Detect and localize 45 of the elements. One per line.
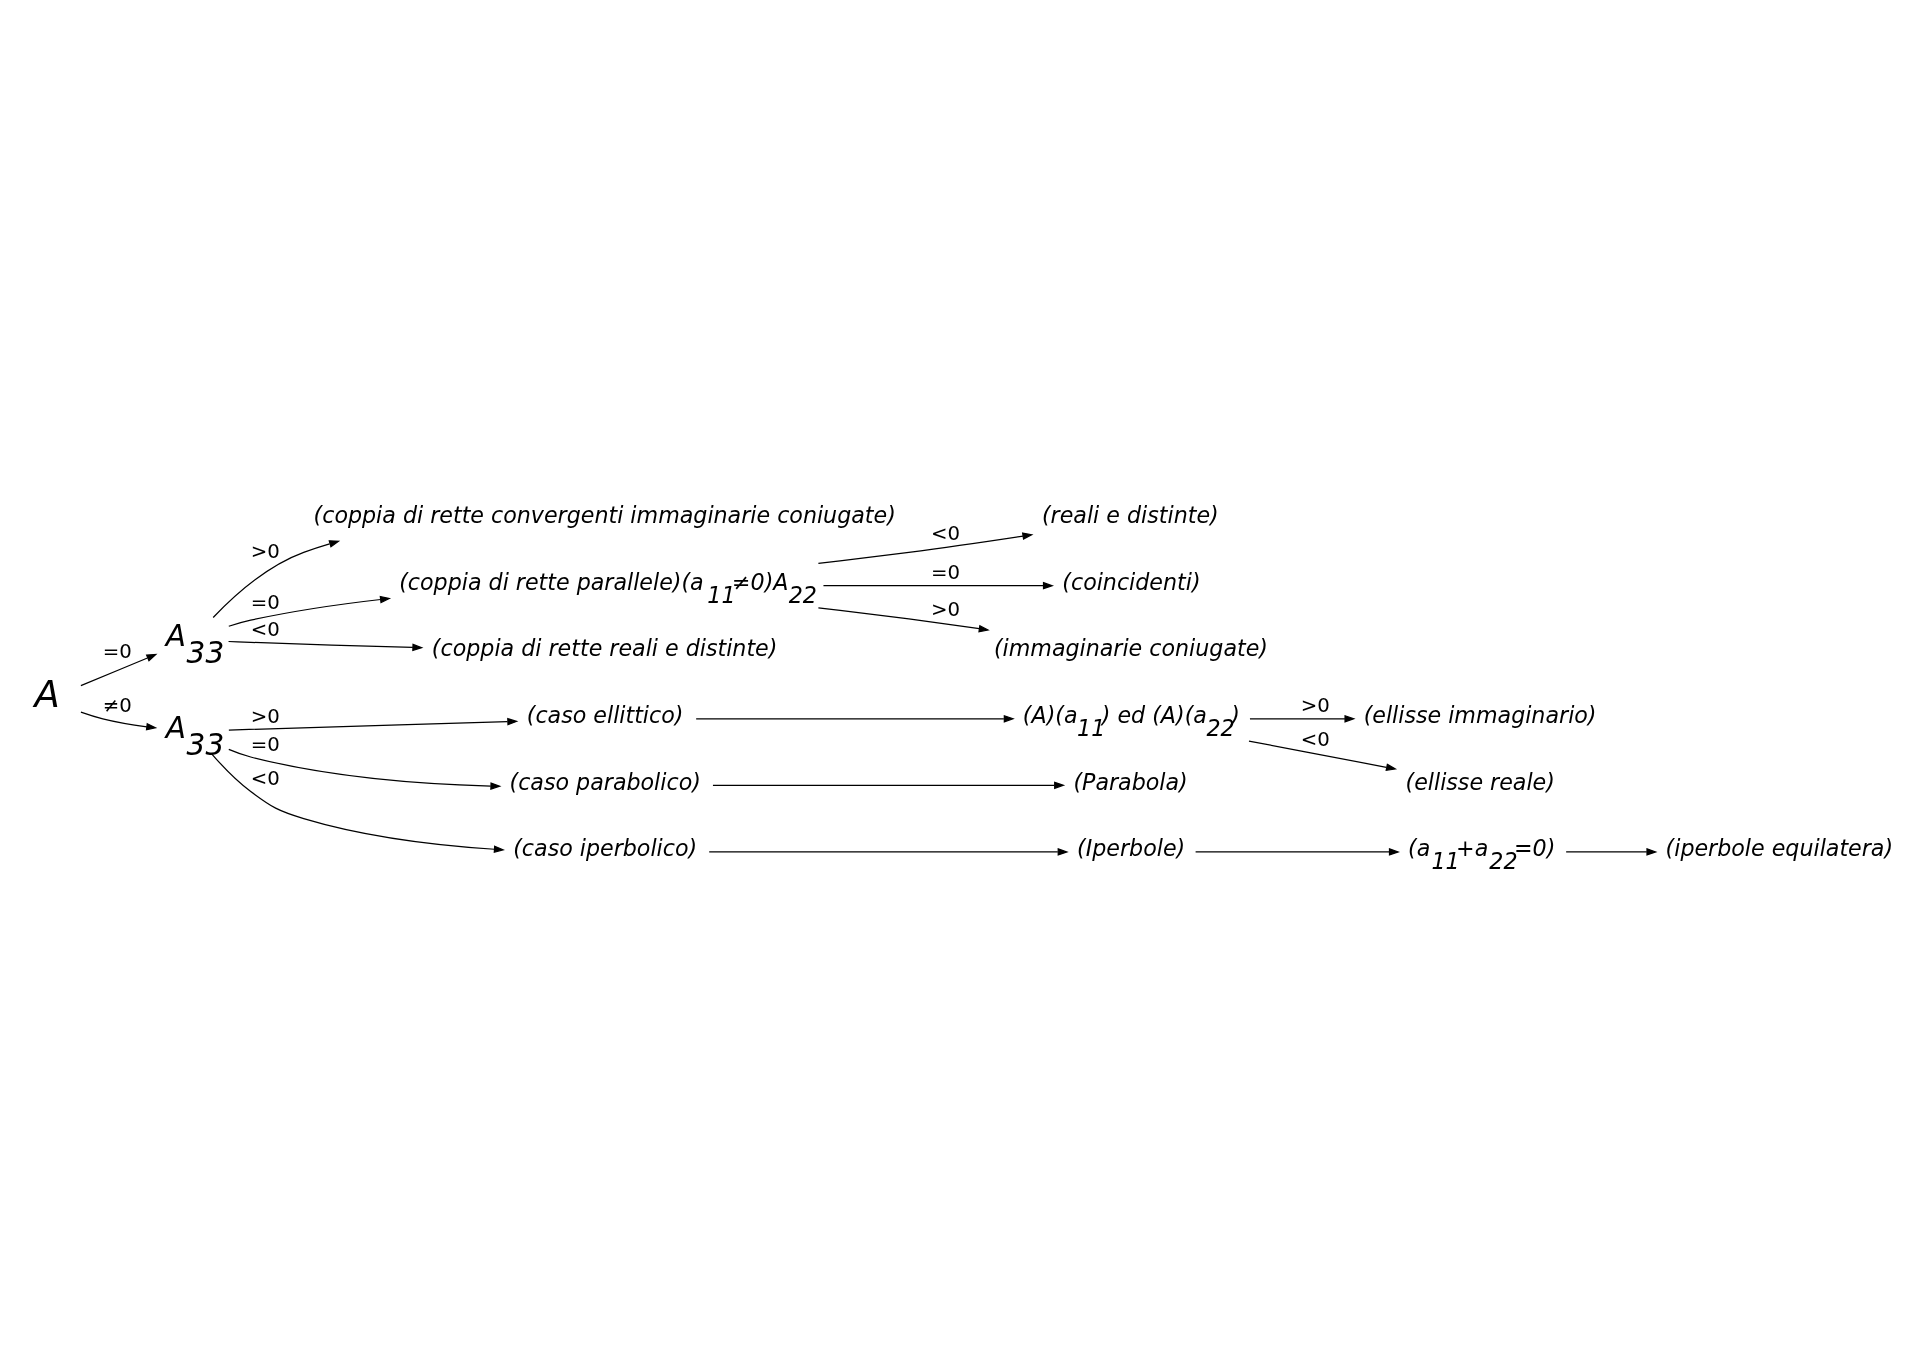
arrow [210,752,505,853]
arrow [695,714,1015,723]
arrow [1565,847,1658,856]
edge-label: =0 [250,590,280,614]
arrow [228,717,519,731]
node-text: (coincidenti) [1062,568,1201,595]
arrow [1249,714,1356,723]
node-text: (iperbole equilatera) [1665,834,1894,861]
edge-label: =0 [250,732,280,756]
node-text: A [34,672,60,716]
arrow [712,780,1066,789]
edge-label: <0 [250,617,280,641]
arrow [80,710,158,731]
edge-label: >0 [250,539,280,563]
arrow [1195,847,1400,856]
edge-label: =0 [931,560,961,584]
arrow [80,653,158,686]
node-text: (caso parabolico) [509,768,701,795]
edge-label: <0 [1300,727,1330,751]
node-text: (caso ellittico) [526,701,684,728]
node-text: (reali e distinte) [1041,501,1219,528]
node-text: (ellisse immaginario) [1363,701,1597,728]
node-text: (coppia di rette convergenti immaginarie coniugate) [313,501,896,528]
arrow [227,640,424,651]
node-text: (immaginarie coniugate) [993,634,1268,661]
edge-label: =0 [102,639,132,663]
edge-label: ≠0 [102,693,132,717]
arrow [708,847,1069,856]
node-text: (Iperbole) [1077,834,1186,861]
arrow [212,539,341,618]
arrow [817,606,990,632]
arrow [822,581,1054,590]
node-text: (coppia di rette reali e distinte) [431,634,778,661]
node-text: (caso iperbolico) [513,834,698,861]
edge-label: >0 [250,704,280,728]
edge-label: >0 [931,597,961,621]
arrow [228,748,502,790]
arrow [817,531,1034,564]
edge-label: <0 [250,766,280,790]
arrow [1248,739,1398,771]
node-text: (ellisse reale) [1405,768,1555,795]
edge-label: <0 [931,521,961,545]
edge-label: >0 [1300,693,1330,717]
node-text: (Parabola) [1073,768,1188,795]
arrow [228,595,392,627]
